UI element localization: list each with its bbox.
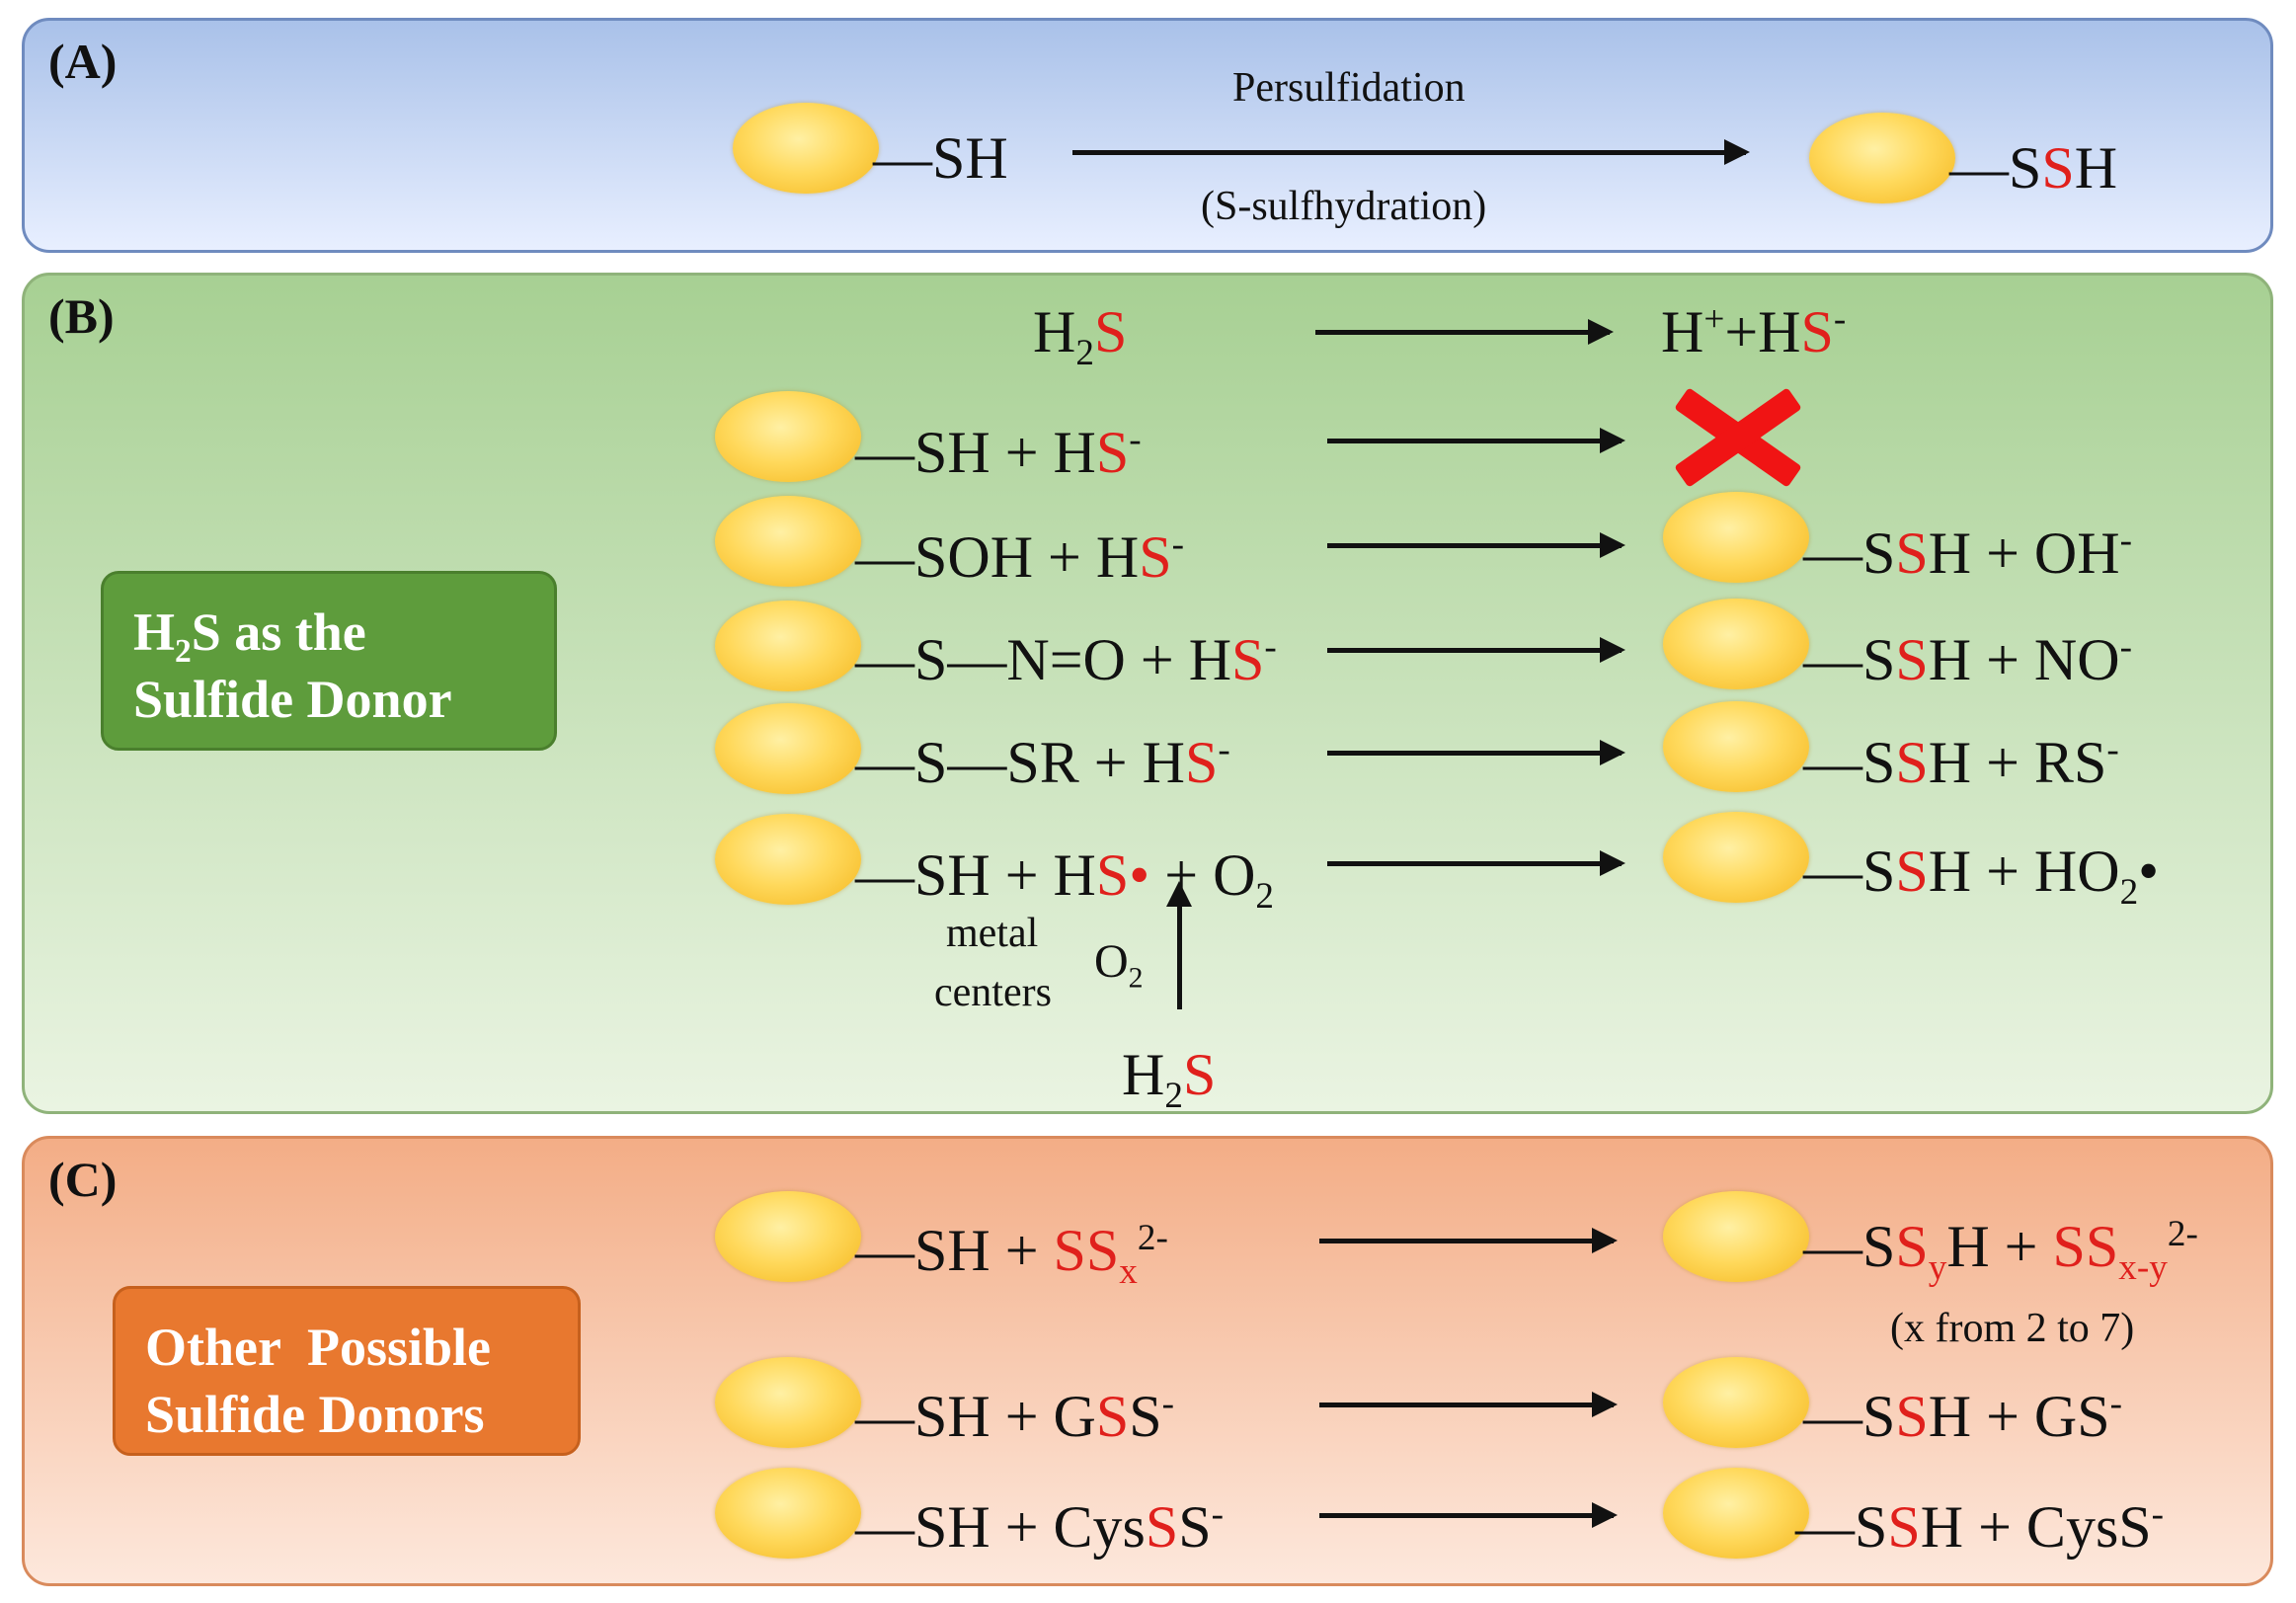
reaction-4-products: —SSH + RS- xyxy=(1803,730,2119,795)
reaction-c3-products: —SSH + CysS- xyxy=(1795,1494,2165,1560)
panel-a-reactant: —SH xyxy=(873,125,1008,191)
reaction-4-reactants: —S—SR + HS- xyxy=(855,730,1230,795)
o2-label: O2 xyxy=(1094,935,1144,995)
protein-icon xyxy=(1663,1468,1809,1559)
protein-icon xyxy=(715,601,861,691)
protein-icon xyxy=(1663,701,1809,792)
radical-formation-arrow xyxy=(1166,881,1192,1009)
centers-label: centers xyxy=(934,970,1052,1015)
protein-icon xyxy=(715,703,861,794)
protein-icon xyxy=(1663,1357,1809,1448)
protein-icon xyxy=(715,496,861,587)
panel-a-arrow-label-top: Persulfidation xyxy=(1232,65,1465,111)
reaction-1-arrow xyxy=(1327,428,1625,453)
reaction-c1-reactants: —SH + SSx2- xyxy=(855,1218,1168,1292)
reaction-2-products: —SSH + OH- xyxy=(1803,521,2132,586)
h2s-formula: H2S xyxy=(1033,299,1128,373)
reaction-3-products: —SSH + NO- xyxy=(1803,627,2132,692)
h2s-sulfide-donor-box: H2S as the Sulfide Donor xyxy=(101,571,557,751)
metal-label: metal xyxy=(946,911,1039,956)
reaction-c1-note: (x from 2 to 7) xyxy=(1890,1306,2135,1351)
protein-icon xyxy=(733,103,879,194)
reaction-3-arrow xyxy=(1327,637,1625,663)
reaction-3-reactants: —S—N=O + HS- xyxy=(855,627,1277,692)
protein-icon xyxy=(1663,599,1809,689)
reaction-c2-products: —SSH + GS- xyxy=(1803,1384,2123,1449)
protein-icon xyxy=(715,1357,861,1448)
protein-icon xyxy=(715,814,861,905)
protein-icon xyxy=(1809,113,1955,203)
reaction-c2-reactants: —SH + GSS- xyxy=(855,1384,1175,1449)
protein-icon xyxy=(1663,812,1809,903)
panel-a-arrow-label-bottom: (S-sulfhydration) xyxy=(1201,184,1487,229)
reaction-5-reactants: —SH + HS• + O2 xyxy=(855,842,1275,917)
reaction-c2-arrow xyxy=(1319,1392,1618,1417)
protein-icon xyxy=(715,1191,861,1282)
reaction-2-arrow xyxy=(1327,532,1625,558)
panel-a-arrow xyxy=(1072,139,1750,165)
no-reaction-cross-icon xyxy=(1669,387,1807,486)
h2s-bottom: H2S xyxy=(1122,1042,1217,1116)
donor-box-line1: Other Possible xyxy=(145,1318,491,1377)
dissociation-arrow xyxy=(1315,319,1614,345)
donor-box-line2: Sulfide Donor xyxy=(133,669,452,729)
panel-c-label: (C) xyxy=(48,1152,118,1207)
protein-icon xyxy=(1663,492,1809,583)
protein-icon xyxy=(715,1468,861,1559)
protein-icon xyxy=(715,391,861,482)
reaction-c3-arrow xyxy=(1319,1502,1618,1528)
reaction-2-reactants: —SOH + HS- xyxy=(855,524,1184,590)
donor-box-line2: Sulfide Donors xyxy=(145,1384,485,1444)
panel-a-label: (A) xyxy=(48,34,118,89)
reaction-1-reactants: —SH + HS- xyxy=(855,420,1142,485)
protein-icon xyxy=(1663,1191,1809,1282)
reaction-5-arrow xyxy=(1327,850,1625,876)
reaction-c1-arrow xyxy=(1319,1228,1618,1253)
panel-b-label: (B) xyxy=(48,288,115,344)
reaction-c3-reactants: —SH + CysSS- xyxy=(855,1494,1225,1560)
donor-box-line1: H2S as the xyxy=(133,602,366,670)
reaction-c1-products: —SSyH + SSx-y2- xyxy=(1803,1214,2198,1288)
reaction-4-arrow xyxy=(1327,740,1625,765)
reaction-5-products: —SSH + HO2• xyxy=(1803,839,2160,913)
panel-a-product: —SSH xyxy=(1949,135,2118,200)
dissociation-products: H++HS- xyxy=(1661,299,1847,364)
other-sulfide-donors-box: Other Possible Sulfide Donors xyxy=(113,1286,581,1456)
